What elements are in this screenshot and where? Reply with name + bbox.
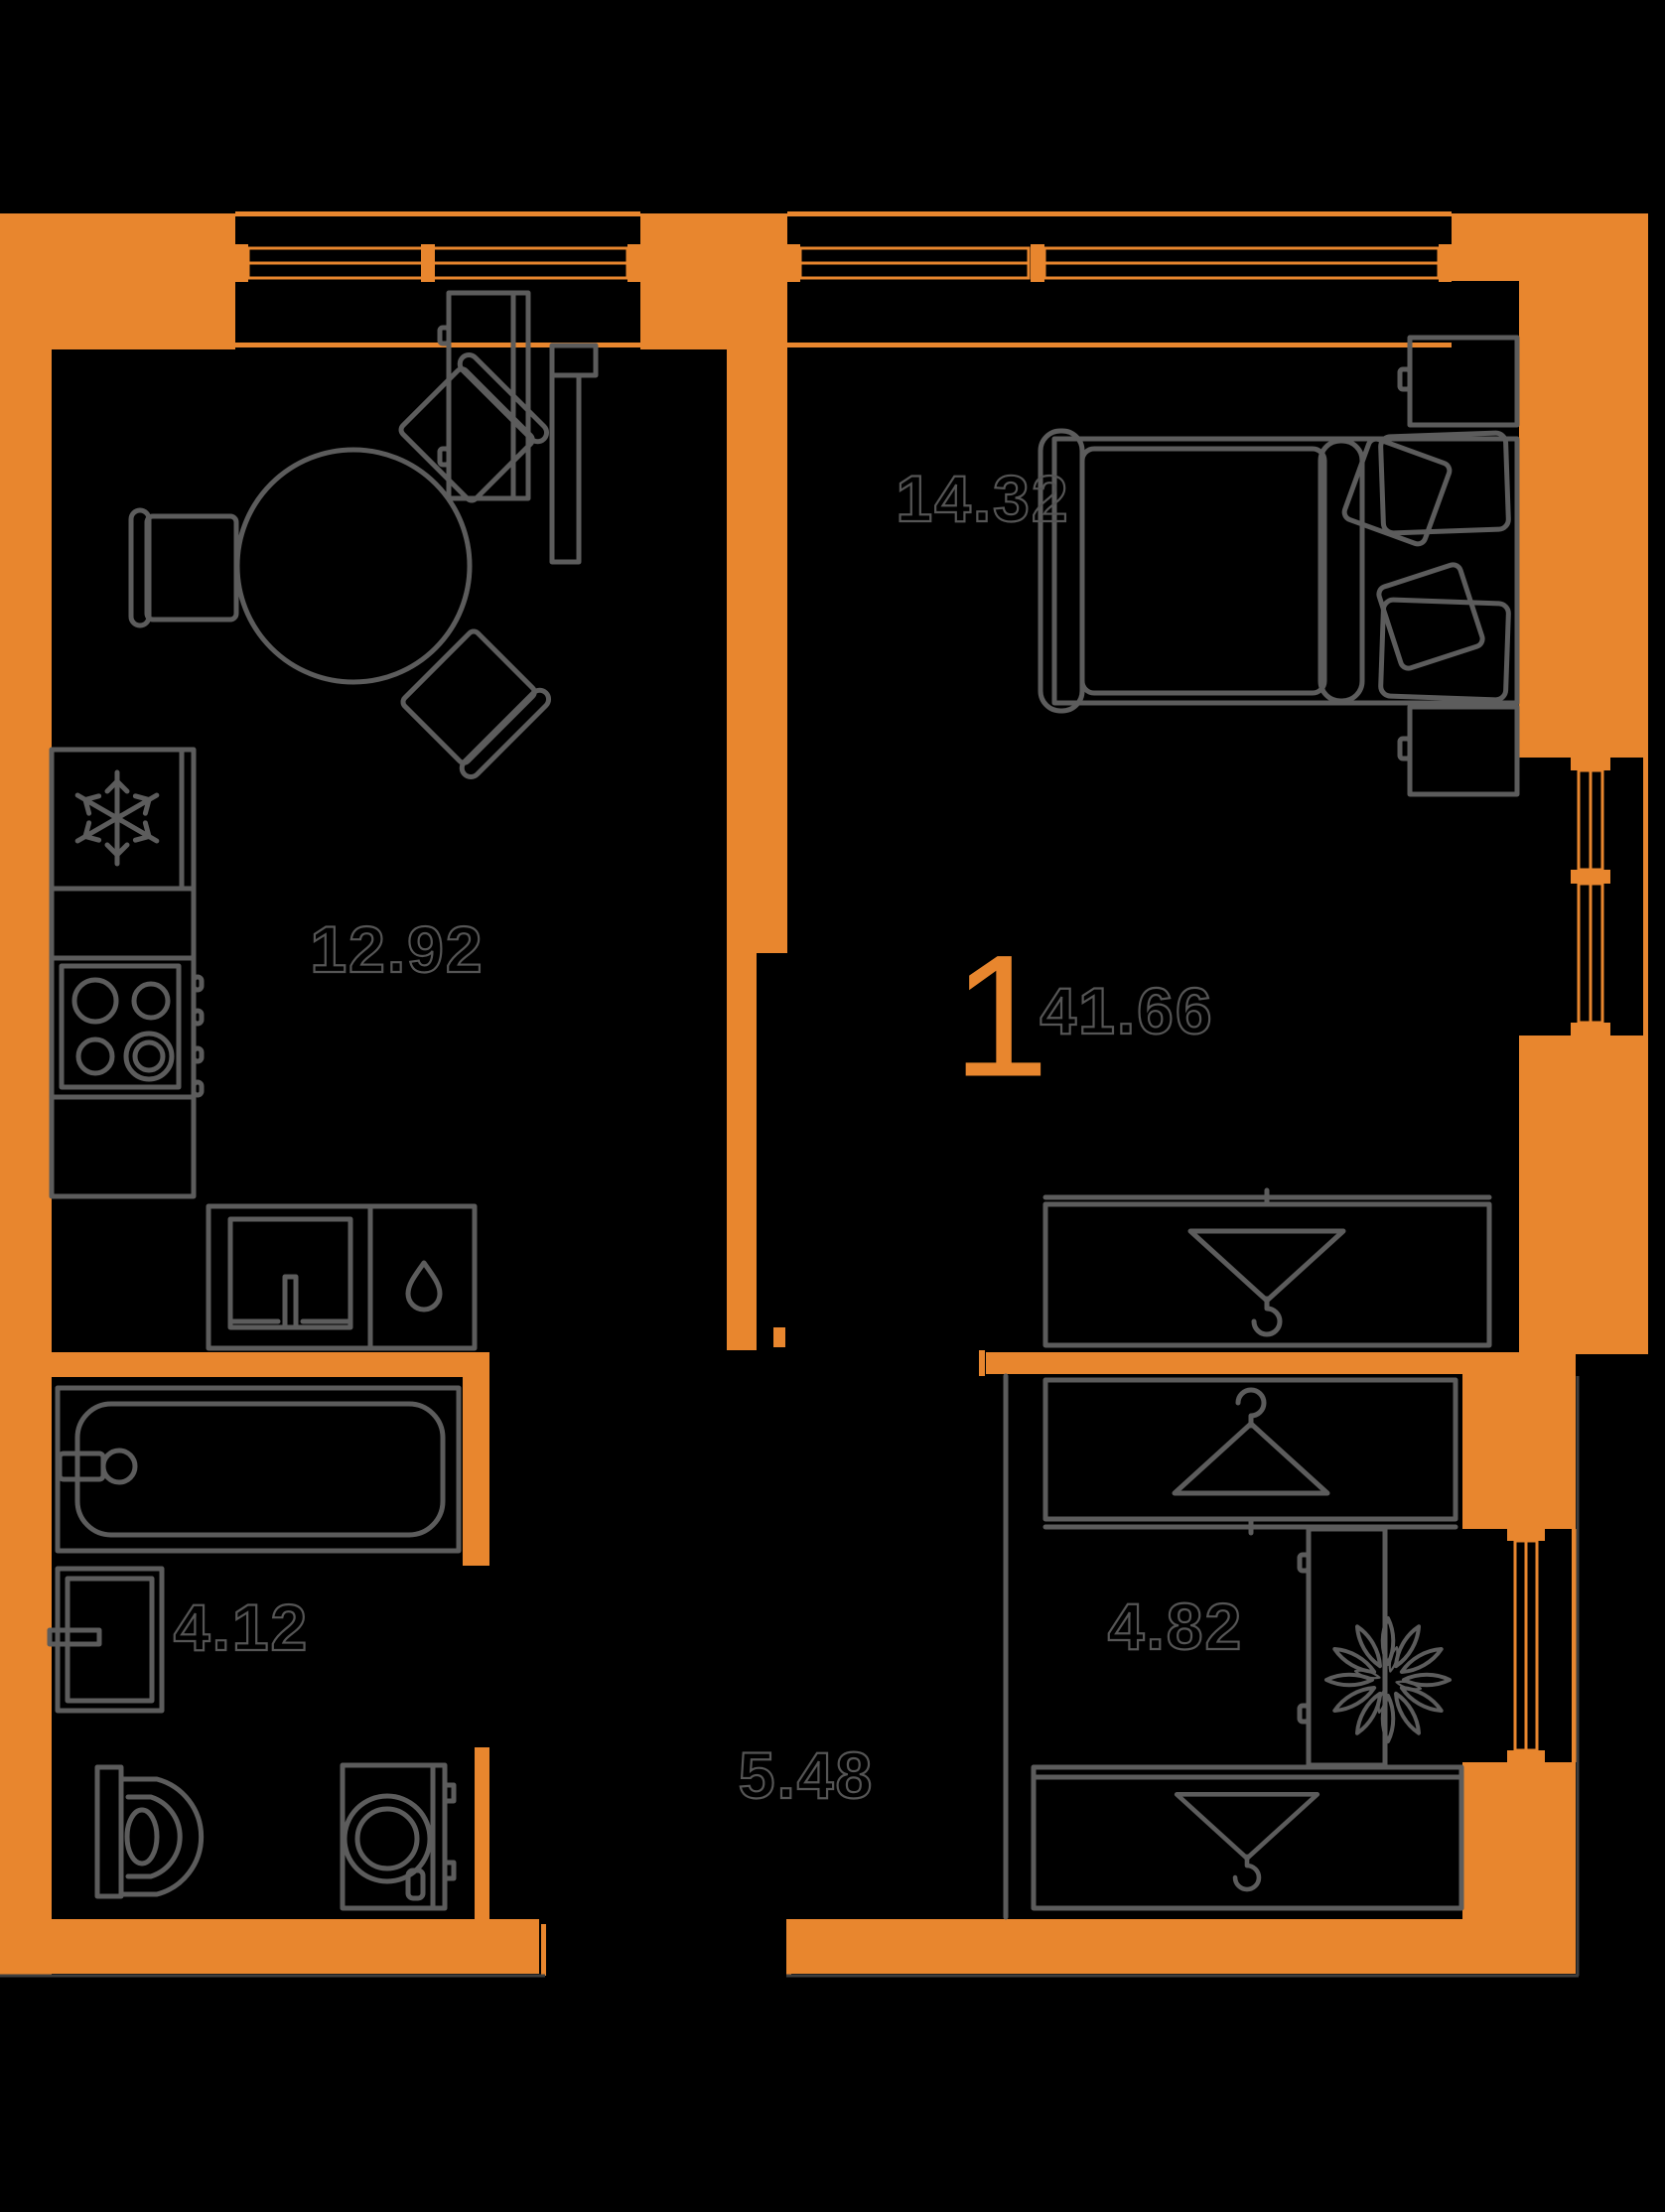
- dining-table: [234, 447, 473, 685]
- wardrobe-room-area-label: 4.82: [1107, 1589, 1244, 1664]
- bedroom-door-jamb-right: [979, 1350, 985, 1376]
- wall-bottom-right: [786, 1919, 1576, 1974]
- hanger-icon: [1172, 1387, 1330, 1496]
- bathroom-area-label: 4.12: [173, 1590, 310, 1665]
- snowflake-icon: [74, 769, 160, 867]
- wall-bathroom-top: [52, 1352, 489, 1377]
- wall-central-thin: [727, 953, 757, 1350]
- hallway-area-label: 5.48: [738, 1737, 875, 1813]
- wall-top-right-block: [1452, 213, 1648, 281]
- nightstand: [1397, 704, 1520, 797]
- bedroom-area-label: 14.32: [895, 461, 1070, 536]
- chair: [400, 628, 552, 780]
- kitchen-sink: [227, 1216, 353, 1330]
- entry-door-jamb-left: [541, 1924, 546, 1976]
- hanger-icon: [1187, 1228, 1346, 1337]
- wardrobe: [1042, 1187, 1492, 1348]
- kitchen-counter: [49, 747, 197, 1199]
- total-area-label: 41.66: [1039, 973, 1214, 1048]
- wall-bedroom-divider: [986, 1352, 1519, 1374]
- kitchen-area-label: 12.92: [309, 911, 485, 987]
- wall-right-upper: [1519, 281, 1648, 758]
- wall-left: [0, 213, 52, 1976]
- chair: [128, 507, 239, 628]
- pillow: [1378, 597, 1511, 703]
- tv-cabinet: [437, 290, 531, 501]
- wall-bathroom-right-upper: [463, 1377, 489, 1566]
- wardrobe: [1042, 1377, 1458, 1536]
- exterior-contour: [0, 1376, 1580, 1978]
- wall-top-pier: [640, 213, 787, 349]
- pillow: [1378, 430, 1511, 536]
- wardrobe-room-side-window: [1507, 1529, 1577, 1762]
- entry-door-jamb-right: [786, 1924, 791, 1976]
- wall-bathroom-right-lower: [475, 1754, 489, 1923]
- plant-icon: [1324, 1616, 1452, 1743]
- pillow: [1341, 436, 1453, 547]
- water-drop-icon: [405, 1260, 443, 1313]
- wall-right-mid: [1519, 1036, 1648, 1354]
- wall-central-thick: [727, 349, 787, 953]
- wall-top-left-block: [0, 213, 235, 349]
- wall-right-lower-a: [1462, 1352, 1576, 1529]
- bathroom-door-jamb-top: [463, 1559, 489, 1566]
- apartment-number-label: 1: [952, 919, 1049, 1114]
- washbasin: [47, 1566, 165, 1714]
- bedroom-window: [787, 211, 1452, 347]
- furniture: [47, 290, 1520, 1920]
- bedroom-side-window: [1571, 758, 1648, 1036]
- windows: [235, 211, 1648, 1762]
- stove: [59, 963, 205, 1098]
- tv: [549, 343, 599, 565]
- bedroom-door-jamb-left: [773, 1327, 785, 1347]
- walls: [0, 213, 1648, 1976]
- bed: [1038, 428, 1520, 714]
- wardrobe: [1031, 1764, 1464, 1911]
- plant-cabinet: [1297, 1526, 1388, 1768]
- chair: [398, 351, 550, 503]
- washing-machine: [340, 1762, 457, 1911]
- bathroom-door-jamb-bottom: [475, 1747, 489, 1754]
- toilet: [94, 1764, 205, 1899]
- hanger-icon: [1174, 1792, 1320, 1892]
- nightstand: [1397, 335, 1520, 428]
- bathtub: [55, 1385, 462, 1554]
- wall-bottom-left: [52, 1919, 539, 1974]
- pillow: [1376, 562, 1485, 671]
- kitchen-window: [235, 211, 640, 347]
- sink-counter: [206, 1203, 478, 1351]
